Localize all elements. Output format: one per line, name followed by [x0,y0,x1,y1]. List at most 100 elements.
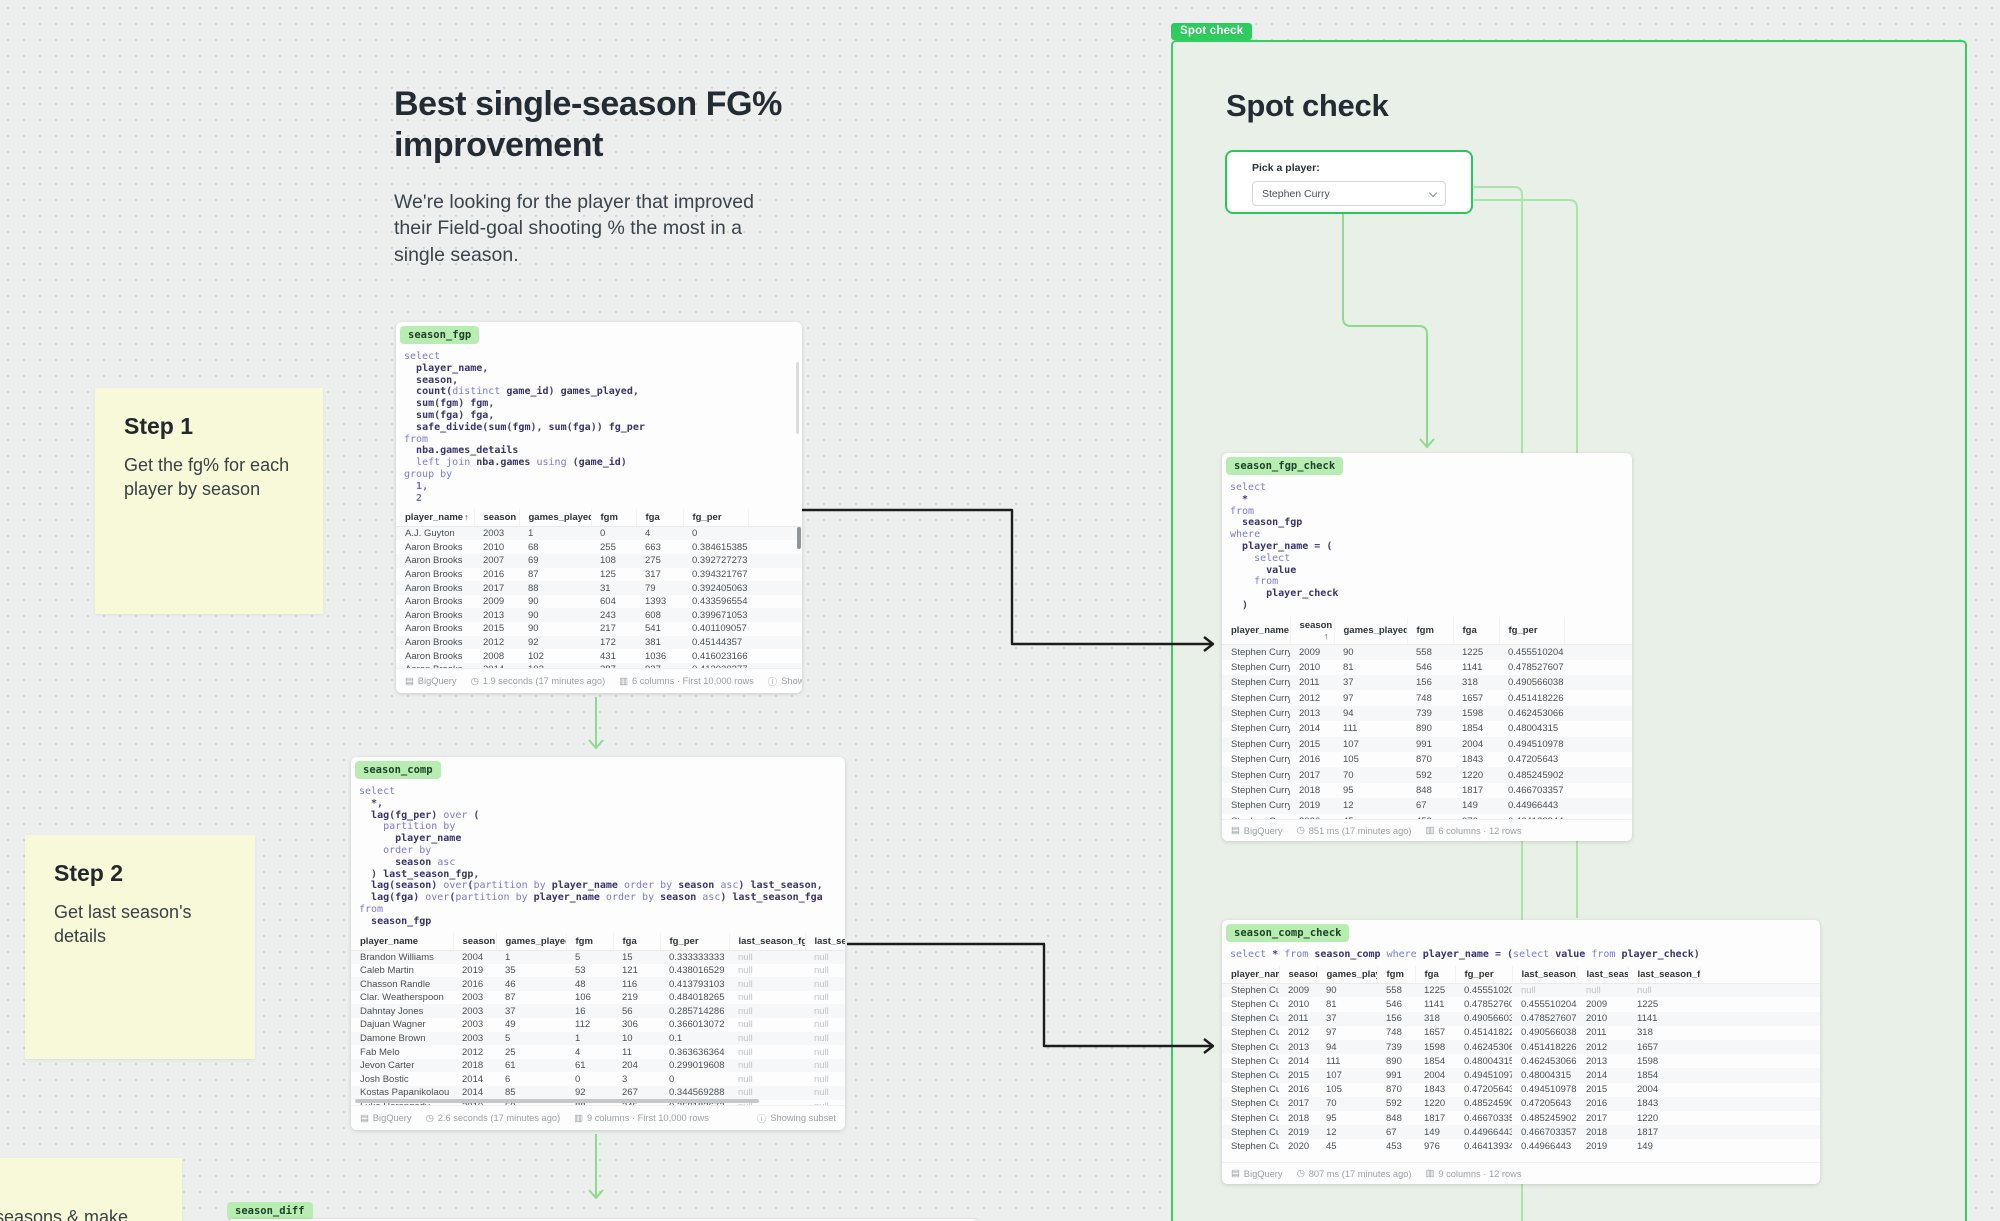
column-header[interactable]: games_played [496,932,567,951]
horizontal-scrollbar[interactable] [355,1099,759,1103]
table-row[interactable]: Stephen Curry201510799120040.4945109780.… [1222,1068,1820,1083]
column-header[interactable]: fga [613,932,661,951]
sql-editor[interactable]: select player_name, season, count(distin… [396,344,802,509]
column-header[interactable]: fgm [1377,965,1416,984]
table-row[interactable]: Stephen Curry20108154611410.4785276070.4… [1231,999,1659,1011]
table-row[interactable]: Stephen Curry201912671490.449664430.4667… [1222,1125,1820,1140]
column-header[interactable]: last_season_fgp [1512,965,1578,984]
column-header[interactable]: fga [1453,616,1500,645]
column-header[interactable]: season↑ [1290,616,1335,645]
column-header[interactable] [1700,965,1820,984]
table-row[interactable]: Stephen Curry20177059212200.4852459020.4… [1222,1096,1820,1111]
column-header[interactable]: games_played [1334,616,1408,645]
sticky-note-step3[interactable]: seasons & make [0,1158,182,1221]
frame-tab[interactable]: Spot check [1171,23,1253,40]
table-row[interactable]: Stephen Curry2020454539760.464139344 [1222,814,1632,819]
sql-editor[interactable]: select * from season_comp where player_n… [1222,942,1820,966]
column-header[interactable]: player_name [1222,616,1291,645]
cell-name-chip[interactable]: season_fgp [400,326,480,344]
column-header[interactable]: fg_per [683,509,749,528]
column-header[interactable]: season [1279,965,1318,984]
sticky-note-step1[interactable]: Step 1 Get the fg% for each player by se… [95,388,323,614]
table-row[interactable]: Stephen Curry20189584818170.4667033570.4… [1231,1112,1659,1124]
column-header[interactable]: fga [1415,965,1456,984]
table-row[interactable]: Aaron Brooks20141023879370.413020277 [396,662,802,668]
sql-editor[interactable]: select *, lag(fg_per) over ( partition b… [351,779,845,933]
sticky-title: Step 1 [124,413,194,439]
table-row[interactable]: Stephen Curry201610587018430.472056430.4… [1231,1084,1659,1096]
column-header[interactable]: fgm [591,509,637,528]
column-header[interactable]: fg_per [660,932,730,951]
column-header[interactable]: fg_per [1455,965,1513,984]
column-header[interactable]: fg_per [1499,616,1565,645]
column-header[interactable] [1564,616,1632,645]
column-header[interactable]: last_season [1577,965,1629,984]
column-header[interactable]: fgm [1407,616,1454,645]
table-row[interactable]: Stephen Curry2011371563180.4905660380.47… [1222,1011,1820,1026]
table-scrollbar[interactable] [797,527,801,550]
table-row[interactable]: Stephen Curry201411189018540.480043150.4… [1231,1055,1659,1067]
column-header[interactable]: games_played [1317,965,1378,984]
table-row[interactable]: Stephen Curry20129774816570.4514182260.4… [1231,1027,1653,1039]
cell-name-chip[interactable]: season_comp_check [1226,924,1350,942]
player-select[interactable]: Stephen Curry [1252,181,1446,206]
column-header[interactable]: fga [636,509,684,528]
column-header[interactable]: player_name [1222,965,1280,984]
column-header[interactable]: last_season_fgp [729,932,806,951]
cell-name-chip[interactable]: season_comp [355,761,441,779]
column-header[interactable]: player_name [351,932,454,951]
chevron-down-icon [1428,188,1438,197]
column-header[interactable]: season [474,509,520,528]
column-header[interactable]: last_season [805,932,845,951]
column-header[interactable]: season [453,932,497,951]
column-header[interactable]: player_name↑ [396,509,475,528]
sql-scrollbar[interactable] [796,362,799,434]
table-row[interactable]: Stephen Curry2020454539760.4641393440.44… [1231,1140,1653,1152]
cell-name-chip[interactable]: season_fgp_check [1226,457,1344,475]
sticky-note-step2[interactable]: Step 2 Get last season's details [25,835,255,1059]
table-row[interactable]: Stephen Curry20099055812250.455510204nul… [1222,983,1820,998]
column-header[interactable] [748,509,802,528]
column-header[interactable]: fgm [566,932,614,951]
column-header[interactable]: games_played [519,509,592,528]
cell-name-chip-season-diff[interactable]: season_diff [227,1202,313,1220]
column-header[interactable]: last_season_fga [1628,965,1701,984]
table-row[interactable]: Stephen Curry20139473915980.4624530660.4… [1222,1040,1820,1055]
